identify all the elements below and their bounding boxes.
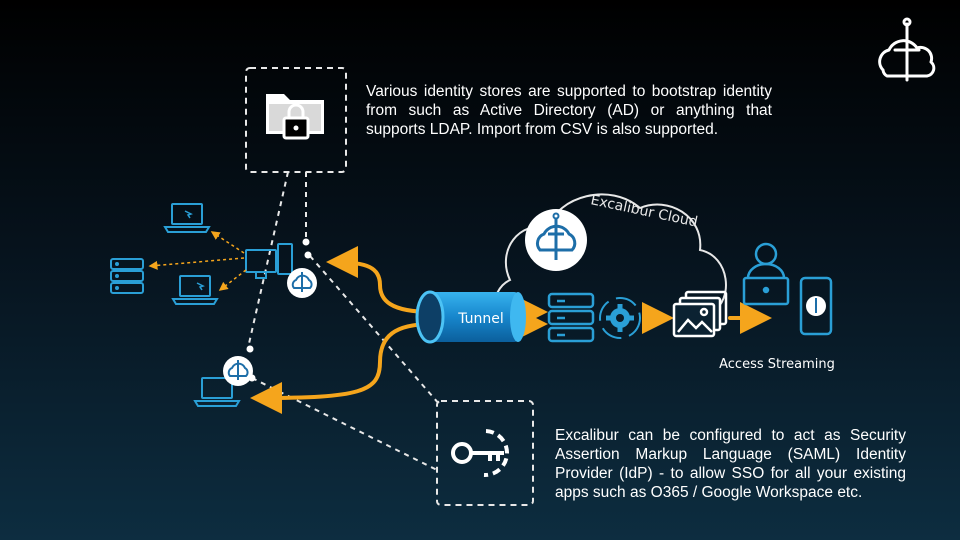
folder-lock-icon: [266, 94, 324, 140]
laptop-icon: [171, 275, 219, 305]
excalibur-cloud-badge-icon: [525, 209, 587, 271]
dotted-orange-links: [148, 231, 247, 291]
gear-sync-icon: [599, 297, 641, 339]
orange-flow-arrows: [250, 246, 772, 414]
tunnel: Tunnel: [415, 290, 526, 344]
laptop-icon: [193, 377, 241, 407]
connector-dots: [246, 238, 312, 382]
smartphone-icon: [799, 276, 833, 336]
desktop-computer-icon: [245, 243, 293, 279]
cloud-label: Excalibur Cloud: [589, 192, 699, 230]
server-rack-icon: [110, 258, 144, 294]
laptop-icon: [163, 203, 211, 233]
identity-store-box: [245, 67, 347, 173]
user-at-laptop-icon: [742, 242, 790, 306]
saml-box: [436, 400, 534, 506]
access-streaming-label: Access Streaming: [719, 357, 835, 372]
gear-key-icon: [451, 429, 509, 478]
excalibur-agent-badge-icon: [223, 356, 253, 386]
saml-idp-description: Excalibur can be configured to act as Se…: [555, 427, 906, 501]
server-rack-icon: [547, 292, 595, 343]
dashed-connectors: [247, 171, 441, 471]
identity-stores-description: Various identity stores are supported to…: [366, 83, 772, 138]
tunnel-label: Tunnel: [457, 311, 504, 327]
excalibur-logo: [878, 17, 936, 82]
image-gallery-icon: [672, 290, 728, 338]
excalibur-agent-badge-icon: [287, 268, 317, 298]
